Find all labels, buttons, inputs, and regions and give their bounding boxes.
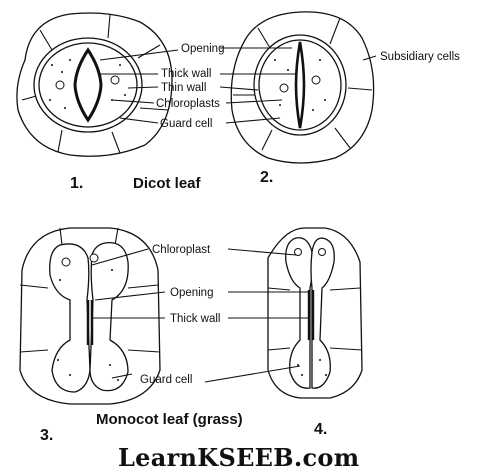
figure-1-dicot-stoma — [16, 12, 173, 157]
label-chloroplast: Chloroplast — [152, 244, 211, 256]
figure-number-1: 1. — [70, 175, 83, 192]
label-thick-wall: Thick wall — [161, 68, 211, 80]
figure-3-monocot-stoma — [19, 227, 161, 405]
label-thin-wall: Thin wall — [161, 82, 206, 94]
label-opening: Opening — [181, 43, 224, 55]
epidermis-cell-group-3 — [19, 227, 161, 405]
stomatal-opening-2 — [294, 41, 306, 129]
caption-dicot-leaf: Dicot leaf — [133, 175, 202, 192]
label-thick-wall-monocot: Thick wall — [170, 313, 220, 325]
label-guard-cell: Guard cell — [160, 118, 212, 130]
label-opening-monocot: Opening — [170, 287, 213, 299]
figure-4-monocot-stoma — [267, 227, 363, 399]
guard-cell-right-4 — [310, 237, 335, 389]
figure-number-2: 2. — [260, 169, 273, 186]
learnkseeb-watermark: LearnKSEEB.com — [118, 443, 359, 472]
figure-2-dicot-stoma — [230, 11, 375, 164]
caption-monocot-leaf: Monocot leaf (grass) — [96, 411, 243, 428]
stomatal-opening-4 — [307, 290, 315, 340]
bottom-pointer-lines — [91, 248, 310, 383]
stomatal-opening-3 — [86, 300, 94, 345]
label-subsidiary-cells: Subsidiary cells — [380, 51, 460, 63]
figure-number-3: 3. — [40, 427, 53, 444]
top-pointer-lines — [99, 47, 377, 124]
label-chloroplasts: Chloroplasts — [156, 98, 220, 110]
figure-number-4: 4. — [314, 421, 327, 438]
stomatal-opening-1 — [73, 47, 103, 123]
label-guard-cell-monocot: Guard cell — [140, 374, 192, 386]
